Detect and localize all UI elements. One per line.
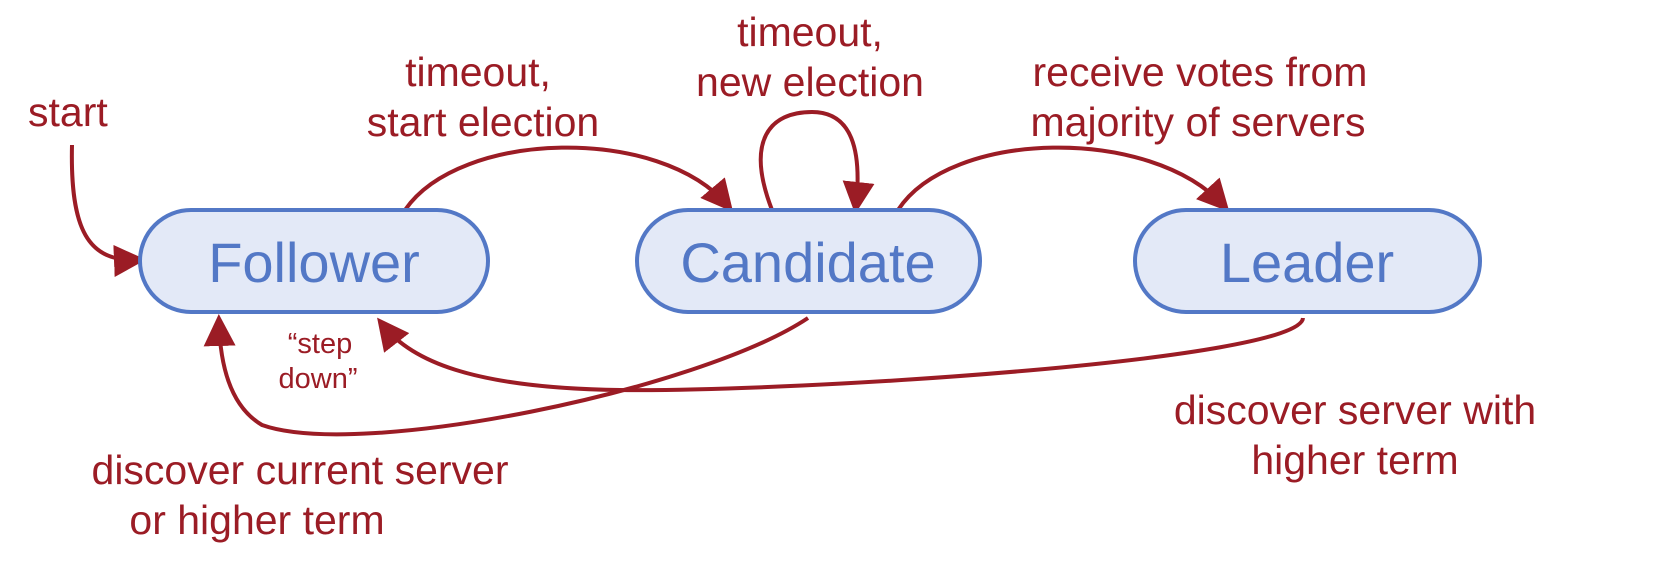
step-down-label-2: down” bbox=[279, 363, 358, 395]
candidate-to-leader-label-1: receive votes from bbox=[1033, 49, 1368, 95]
state-leader: Leader bbox=[1133, 208, 1482, 314]
state-follower-label: Follower bbox=[208, 231, 420, 294]
follower-to-candidate-label-2: start election bbox=[367, 99, 599, 145]
start-label: start bbox=[28, 89, 108, 135]
follower-to-candidate-label-1: timeout, bbox=[405, 49, 551, 95]
leader-to-follower-label-2: higher term bbox=[1251, 437, 1458, 483]
candidate-to-follower-arrow bbox=[203, 314, 810, 437]
state-candidate-label: Candidate bbox=[680, 231, 935, 294]
leader-to-follower-arrow bbox=[377, 317, 1305, 393]
candidate-self-label-1: timeout, bbox=[737, 9, 883, 55]
candidate-to-leader-arrow bbox=[896, 145, 1230, 212]
state-leader-label: Leader bbox=[1220, 231, 1394, 294]
candidate-to-follower-label-2: or higher term bbox=[129, 497, 384, 543]
candidate-to-leader-label-2: majority of servers bbox=[1031, 99, 1366, 145]
state-candidate: Candidate bbox=[635, 208, 982, 314]
start-arrow bbox=[69, 144, 146, 277]
candidate-self-loop-arrow bbox=[758, 109, 875, 214]
state-follower: Follower bbox=[138, 208, 490, 314]
leader-to-follower-label-1: discover server with bbox=[1174, 387, 1536, 433]
step-down-label-1: “step bbox=[288, 328, 352, 360]
follower-to-candidate-arrow bbox=[403, 145, 734, 213]
candidate-self-label-2: new election bbox=[696, 59, 924, 105]
candidate-to-follower-label-1: discover current server bbox=[92, 447, 509, 493]
